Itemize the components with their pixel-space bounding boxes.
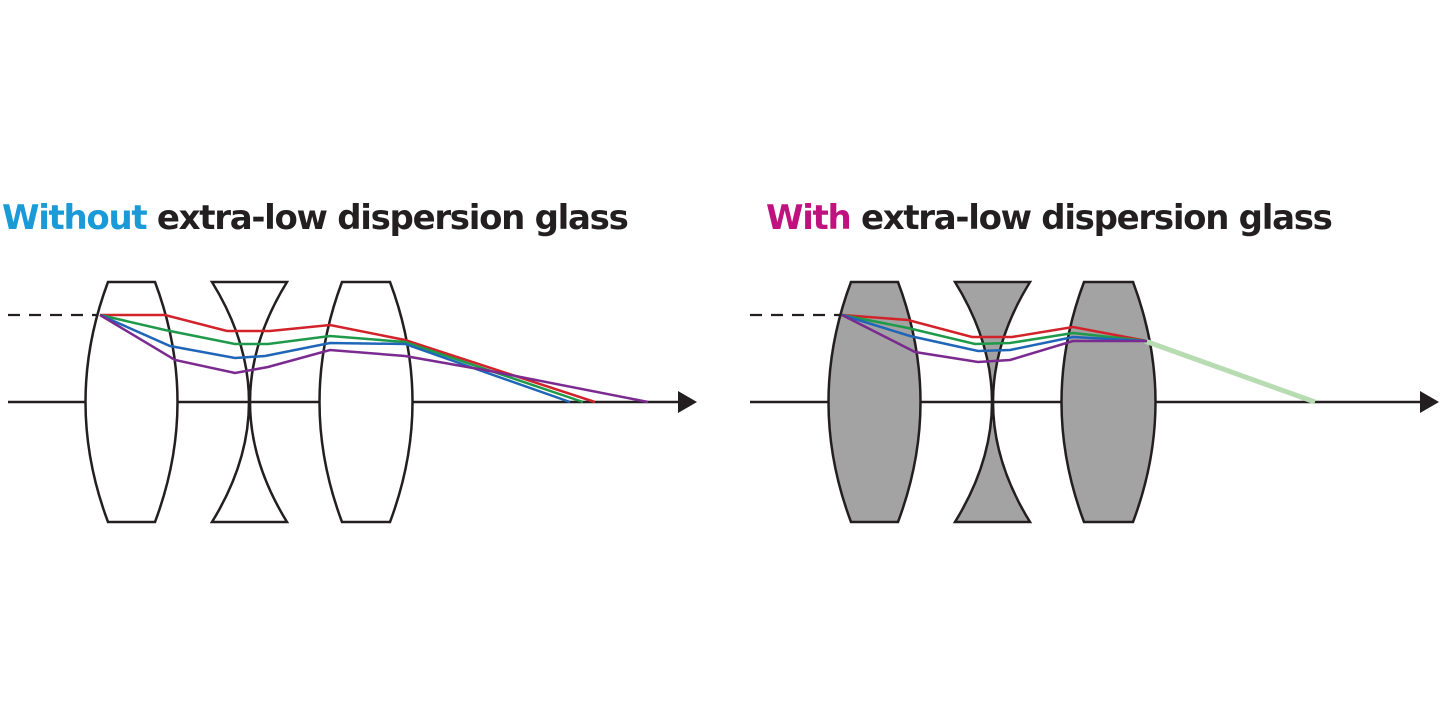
convex-lens-2 — [318, 280, 414, 524]
concave-lens — [209, 280, 290, 524]
axis-arrowhead — [1420, 391, 1439, 413]
ray-green — [99, 313, 584, 404]
convex-lens-2-ed — [1060, 280, 1157, 524]
ray-red — [841, 313, 1148, 343]
ray-blue — [99, 313, 571, 404]
title-rest: extra-low dispersion glass — [146, 198, 629, 238]
panel-with-ed-glass — [750, 280, 1439, 524]
convex-lens-1 — [84, 280, 179, 524]
ray-violet — [841, 313, 1147, 364]
axis-arrowhead — [678, 391, 697, 413]
title-without-ed-glass: Without extra-low dispersion glass — [2, 196, 629, 240]
title-rest: extra-low dispersion glass — [850, 198, 1333, 238]
title-with-ed-glass: With extra-low dispersion glass — [766, 196, 1333, 240]
ray-blue — [841, 313, 1148, 353]
ray-green — [841, 313, 1148, 346]
ray-red — [100, 313, 596, 404]
combined-output-ray — [1144, 338, 1316, 405]
title-highlight-with: With — [766, 198, 852, 238]
ray-violet — [99, 313, 649, 404]
title-highlight-without: Without — [2, 198, 148, 238]
panel-without-ed-glass — [8, 280, 697, 524]
